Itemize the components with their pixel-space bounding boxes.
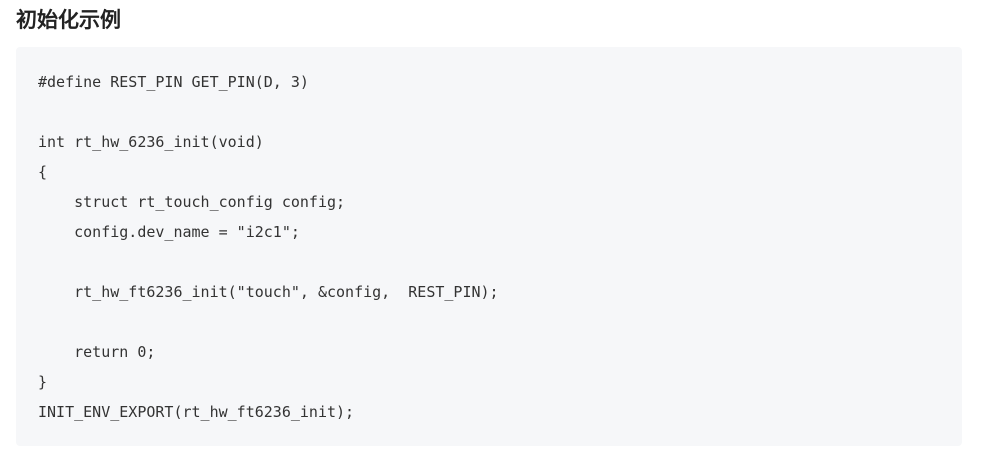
code-line: return 0;	[38, 343, 156, 361]
code-line: struct rt_touch_config config;	[38, 193, 346, 211]
code-line: int rt_hw_6236_init(void)	[38, 133, 264, 151]
code-line	[38, 97, 962, 127]
section-title: 初始化示例	[16, 8, 121, 32]
code-line: {	[38, 163, 48, 181]
code-line: #define REST_PIN GET_PIN(D, 3)	[38, 73, 309, 91]
code-line	[38, 307, 962, 337]
code-block: #define REST_PIN GET_PIN(D, 3) int rt_hw…	[16, 47, 962, 446]
code-line: rt_hw_ft6236_init("touch", &config, REST…	[38, 283, 499, 301]
code-line: config.dev_name = "i2c1";	[38, 223, 300, 241]
code-line: INIT_ENV_EXPORT(rt_hw_ft6236_init);	[38, 403, 355, 421]
code-line	[38, 247, 962, 277]
code-line: }	[38, 373, 48, 391]
